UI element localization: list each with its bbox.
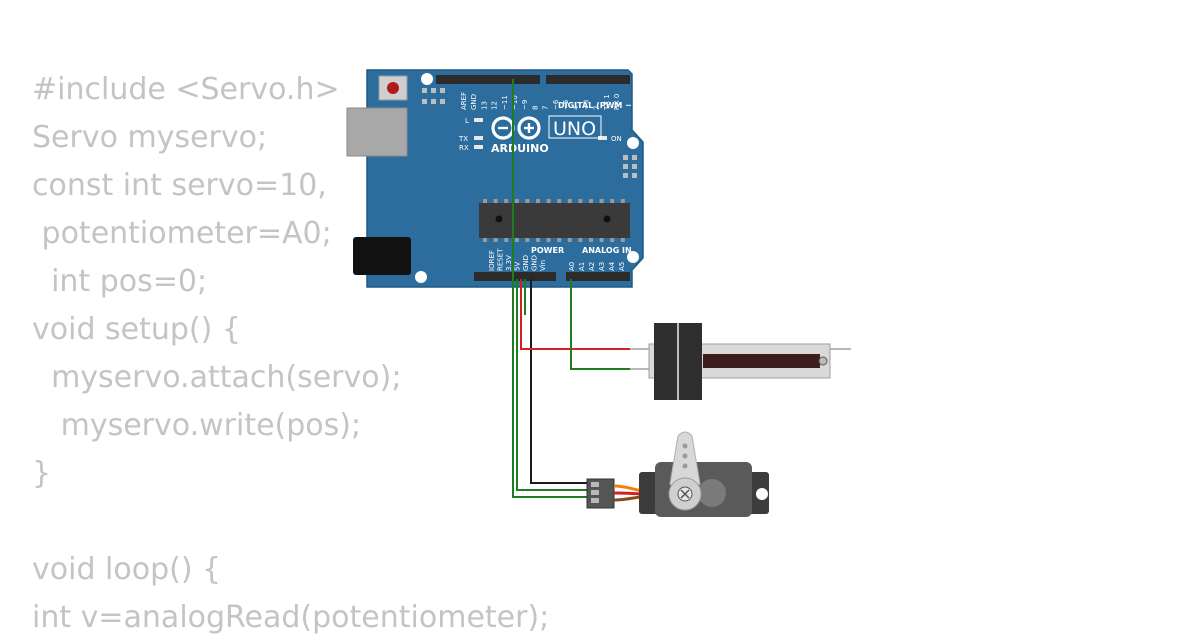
pin-label: A4 bbox=[608, 261, 616, 271]
pin-label: ~9 bbox=[521, 100, 529, 110]
analog-header bbox=[566, 272, 630, 281]
servo-horn-hole bbox=[682, 443, 688, 449]
code-line: int pos=0; bbox=[32, 264, 208, 299]
wire-a0-to-potentiometer bbox=[570, 279, 630, 370]
pin-label: ~3 bbox=[582, 100, 590, 110]
code-line: #include <Servo.h> bbox=[32, 72, 340, 107]
wire-pin10-to-servo-signal bbox=[512, 79, 589, 498]
chip-pins bbox=[483, 199, 625, 242]
pin-label: ~6 bbox=[552, 99, 560, 110]
code-line: myservo.write(pos); bbox=[32, 408, 362, 443]
code-line: Servo myservo; bbox=[32, 120, 268, 155]
digital-header-label: DIGITAL (PWM ~) bbox=[558, 101, 636, 110]
mount-hole bbox=[627, 137, 639, 149]
led-rx bbox=[474, 145, 483, 149]
pot-track bbox=[703, 354, 820, 368]
pin-label: 13 bbox=[480, 101, 488, 110]
wire-5v-to-potentiometer bbox=[520, 279, 630, 350]
slide-potentiometer[interactable] bbox=[630, 323, 851, 400]
code-line: } bbox=[32, 456, 52, 491]
power-header-label: POWER bbox=[531, 246, 564, 255]
mount-hole bbox=[627, 251, 639, 263]
pin-label: TX 1 bbox=[603, 94, 611, 111]
pin-label: AREF bbox=[460, 92, 468, 110]
pin-label: 8 bbox=[531, 106, 539, 110]
pin-label: 12 bbox=[491, 101, 499, 110]
board-brand: ARDUINO bbox=[491, 142, 549, 155]
servo-motor[interactable] bbox=[586, 431, 769, 517]
pin-label: GND bbox=[531, 255, 539, 271]
code-line: const int servo=10, bbox=[32, 168, 327, 203]
pin-label: 5V bbox=[514, 262, 522, 271]
pin-label: 3.3V bbox=[505, 255, 513, 271]
pin-label: A2 bbox=[588, 262, 596, 271]
mount-hole bbox=[421, 73, 433, 85]
pin-label: 7 bbox=[542, 106, 550, 110]
power-header bbox=[474, 272, 556, 281]
servo-gear-base bbox=[698, 479, 726, 507]
led-tx-label: TX bbox=[458, 135, 468, 143]
pin-label: ~11 bbox=[501, 95, 509, 110]
wire-gnd-to-servo-ground bbox=[530, 279, 589, 484]
digital-header bbox=[436, 75, 540, 84]
led-l bbox=[474, 118, 483, 122]
code-line: myservo.attach(servo); bbox=[32, 360, 402, 395]
led-rx-label: RX bbox=[459, 144, 469, 152]
icsp-header bbox=[422, 88, 445, 104]
pin-label: ~10 bbox=[511, 95, 519, 110]
chip-dot bbox=[603, 215, 611, 223]
board-model-box bbox=[548, 115, 602, 139]
pin-label: A1 bbox=[578, 262, 586, 271]
pin-label: RESET bbox=[497, 248, 505, 271]
digital-header-2 bbox=[546, 75, 630, 84]
pin-label: GND bbox=[470, 94, 478, 110]
wire-5v-to-servo-power bbox=[516, 279, 589, 491]
usb-connector bbox=[346, 107, 408, 157]
pot-screw-icon bbox=[818, 356, 828, 366]
led-l-label: L bbox=[465, 117, 469, 125]
analog-header-label: ANALOG IN bbox=[582, 246, 632, 255]
pin-label: RX 0 bbox=[613, 94, 621, 110]
pin-label: GND bbox=[522, 255, 530, 271]
pin-label: A0 bbox=[568, 262, 576, 271]
servo-mount-hole bbox=[756, 488, 768, 500]
pin-label: A3 bbox=[598, 262, 606, 271]
power-jack bbox=[353, 237, 411, 275]
reset-button-cap bbox=[387, 82, 399, 94]
pin-label: A5 bbox=[618, 262, 626, 271]
pin-label: Vin bbox=[539, 260, 547, 271]
pin-label: IOREF bbox=[488, 250, 496, 271]
wires bbox=[512, 79, 630, 498]
mount-hole bbox=[415, 271, 427, 283]
code-line: void setup() { bbox=[32, 312, 241, 347]
servo-horn-hole bbox=[682, 453, 688, 459]
led-on bbox=[598, 136, 607, 140]
code-line: potentiometer=A0; bbox=[32, 216, 332, 251]
code-listing: #include <Servo.h> Servo myservo; const in… bbox=[32, 66, 549, 642]
pin-label: 4 bbox=[572, 105, 580, 110]
chip-dot bbox=[495, 215, 503, 223]
led-tx bbox=[474, 136, 483, 140]
code-line: void loop() { bbox=[32, 552, 222, 587]
servo-horn-hole bbox=[682, 463, 688, 469]
icsp-header-2 bbox=[623, 155, 637, 178]
led-on-label: ON bbox=[611, 135, 622, 143]
board-model: UNO bbox=[553, 118, 596, 140]
pin-label: ~5 bbox=[562, 100, 570, 110]
code-line: int v=analogRead(potentiometer); bbox=[32, 600, 550, 635]
pin-label: 2 bbox=[593, 106, 601, 110]
